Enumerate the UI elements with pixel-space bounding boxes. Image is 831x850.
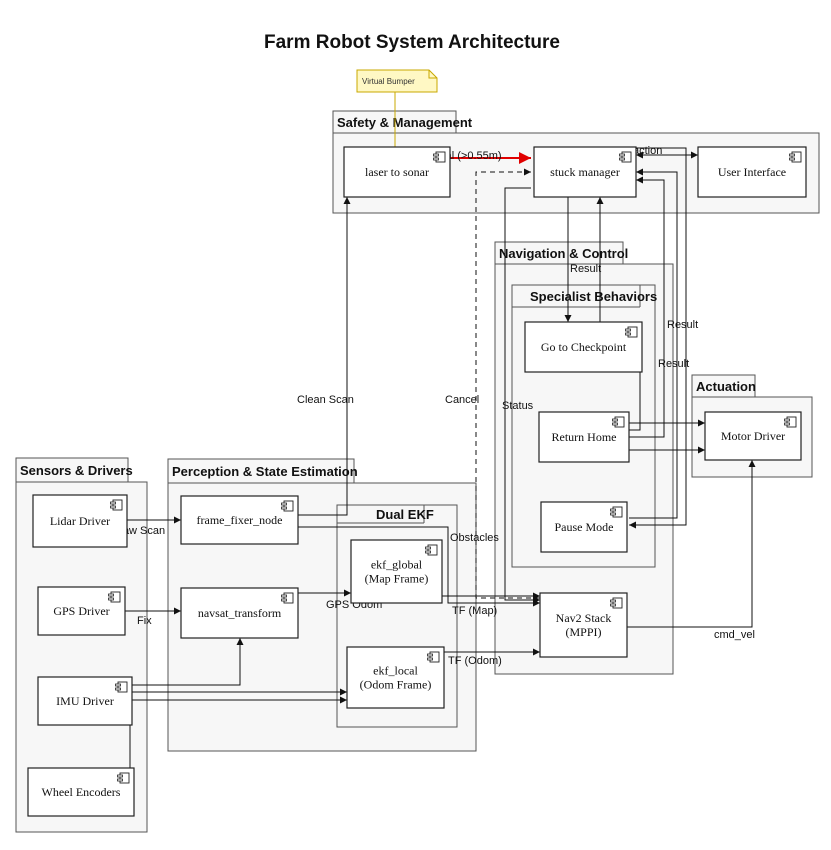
component-label: Nav2 Stack — [556, 611, 612, 625]
edge-result-b — [629, 147, 687, 529]
edge-clean-scan — [298, 197, 351, 516]
component-box — [343, 146, 451, 198]
edge-checkpoint-home — [629, 372, 641, 431]
component-label: Motor Driver — [721, 429, 785, 443]
component-box — [346, 646, 445, 709]
component-ekf-local: ekf_local(Odom Frame) — [346, 646, 445, 709]
label-cancel: Cancel — [445, 394, 479, 406]
component-label: frame_fixer_node — [197, 513, 283, 527]
component-label: navsat_transform — [198, 606, 282, 620]
label-status: Status — [502, 400, 534, 412]
note-text: Virtual Bumper — [362, 77, 415, 86]
package-title: Navigation & Control — [499, 246, 628, 261]
label-cmd-vel: cmd_vel — [714, 629, 755, 641]
component-label: Return Home — [552, 430, 617, 444]
label-result-b: Result — [667, 319, 698, 331]
label-clean-scan: Clean Scan — [297, 394, 354, 406]
component-label: ekf_global — [371, 558, 423, 572]
component-laser-to-sonar: laser to sonar — [343, 146, 451, 198]
label-result-c: Result — [658, 358, 689, 370]
edge-obstacles — [298, 526, 540, 607]
component-label: Go to Checkpoint — [541, 340, 627, 354]
label-obstacles: Obstacles — [450, 532, 499, 544]
component-label: Lidar Driver — [50, 514, 110, 528]
component-motor-driver: Motor Driver — [704, 411, 802, 461]
component-box — [697, 146, 807, 198]
component-box — [533, 146, 637, 198]
component-stuck-manager: stuck manager — [533, 146, 637, 198]
package-title: Perception & State Estimation — [172, 464, 358, 479]
component-label: GPS Driver — [53, 604, 109, 618]
component-box — [180, 495, 299, 545]
component-return-home: Return Home — [538, 411, 630, 463]
label-tf-map: TF (Map) — [452, 605, 497, 617]
edge-result-c — [629, 176, 665, 438]
label-tf-odom: TF (Odom) — [448, 655, 502, 667]
component-pause-mode: Pause Mode — [540, 501, 628, 553]
component-box — [350, 539, 443, 604]
component-label: laser to sonar — [365, 165, 429, 179]
edge-pause-to-stuck — [629, 168, 678, 519]
component-label: (Map Frame) — [365, 572, 429, 586]
component-wheel-encoders: Wheel Encoders — [27, 767, 135, 817]
edge-status — [504, 187, 540, 604]
component-frame-fixer-node: frame_fixer_node — [180, 495, 299, 545]
components-layer: laser to sonar stuck manager User Interfac… — [27, 146, 807, 817]
component-lidar-driver: Lidar Driver — [32, 494, 128, 548]
diagram-title: Farm Robot System Architecture — [264, 32, 560, 53]
note-virtual-bumper: Virtual Bumper — [356, 69, 438, 147]
component-go-to-checkpoint: Go to Checkpoint — [524, 321, 643, 373]
component-user-interface: User Interface — [697, 146, 807, 198]
component-box — [180, 587, 299, 639]
component-imu-driver: IMU Driver — [37, 676, 133, 726]
component-label: IMU Driver — [56, 694, 114, 708]
package-title: Sensors & Drivers — [20, 463, 133, 478]
component-label: Wheel Encoders — [42, 785, 121, 799]
package-title: Safety & Management — [337, 115, 473, 130]
component-label: ekf_local — [373, 664, 418, 678]
label-result-a: Result — [570, 263, 601, 275]
component-box — [27, 767, 135, 817]
component-ekf-global: ekf_global(Map Frame) — [350, 539, 443, 604]
component-label: (Odom Frame) — [360, 678, 432, 692]
edge-cmd-vel — [627, 460, 756, 628]
component-box — [524, 321, 643, 373]
component-gps-driver: GPS Driver — [37, 586, 126, 636]
package-title: Specialist Behaviors — [530, 289, 657, 304]
component-label: User Interface — [718, 165, 786, 179]
component-label: stuck manager — [550, 165, 620, 179]
edge-imu-navsat — [132, 638, 244, 686]
package-title: Dual EKF — [376, 507, 434, 522]
package-title: Actuation — [696, 379, 756, 394]
component-nav2-stack: Nav2 Stack(MPPI) — [539, 592, 628, 658]
edge-cancel — [475, 168, 540, 599]
component-label: (MPPI) — [565, 625, 601, 639]
component-label: Pause Mode — [555, 520, 614, 534]
component-navsat-transform: navsat_transform — [180, 587, 299, 639]
label-fix: Fix — [137, 615, 152, 627]
